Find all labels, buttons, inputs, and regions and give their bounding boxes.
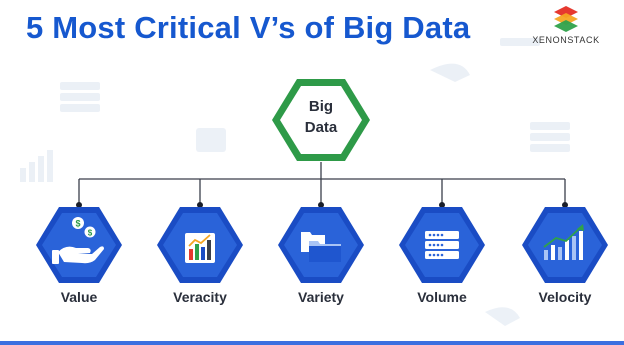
root-label-line-1: Big [308,98,334,115]
root-node-label: Big Data [281,96,361,138]
root-label-line-2: Data [304,119,338,136]
stack-logo-icon [554,6,578,32]
connector-dots [76,202,568,208]
root-node-big-data [272,79,370,161]
page-title: 5 Most Critical V’s of Big Data [26,10,471,45]
bar-chart-icon [185,233,215,263]
xenonstack-logo: XENONSTACK [524,4,608,45]
node-label-volume: Volume [417,289,467,305]
node-label-veracity: Veracity [173,289,227,305]
bottom-accent-bar [0,341,624,345]
node-label-value: Value [60,289,98,305]
connector-lines [78,162,566,205]
logo-text: XENONSTACK [532,35,600,45]
growth-bars-icon [543,224,584,260]
node-label-variety: Variety [298,289,344,305]
svg-text:$: $ [75,219,80,229]
folders-icon [301,232,341,262]
server-stack-icon [425,231,459,259]
node-label-velocity: Velocity [538,289,592,305]
svg-text:$: $ [88,229,93,238]
hand-money-icon: $ $ [52,217,104,264]
